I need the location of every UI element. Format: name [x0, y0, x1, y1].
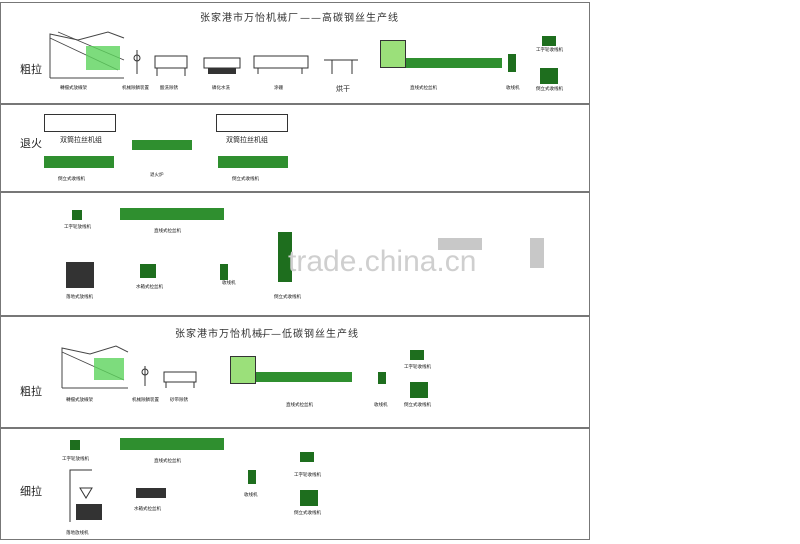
watermark: trade.china.cn — [288, 245, 477, 278]
label-s4-c: 砂带除锈 — [170, 398, 188, 403]
label-s1-d: 磷化水洗 — [212, 86, 230, 91]
label-s2-d: 双筒拉丝机组 — [226, 136, 268, 144]
label-s4-f: 工字轮收线机 — [404, 365, 431, 370]
payoff-stand-icon — [49, 31, 125, 79]
spool-payoff-s5 — [70, 440, 80, 450]
spool-payoff — [72, 210, 82, 220]
label-s5-f: 倒立式收线机 — [294, 511, 321, 516]
drawing-die-box-2 — [230, 356, 256, 384]
section-label-fine-drawing: 细拉 — [20, 485, 42, 498]
spool-takeup-s5 — [300, 452, 314, 462]
double-block-unit-right — [216, 114, 288, 132]
label-s5-b: 直线式拉丝机 — [154, 459, 181, 464]
label-s3-f: 落地式放线机 — [66, 295, 93, 300]
label-s4-b: 机械除鳞装置 — [132, 398, 159, 403]
tank-drawing-machine — [140, 264, 156, 278]
label-s3-e: 倒立式收线机 — [274, 295, 301, 300]
takeup-machine — [508, 54, 516, 72]
inverted-takeup — [540, 68, 558, 84]
inverted-takeup-s5 — [300, 490, 318, 506]
double-block-unit-left — [44, 114, 116, 132]
takeup-s4 — [378, 372, 386, 384]
label-s3-b: 直线式拉丝机 — [154, 229, 181, 234]
label-s5-a: 工字轮放线机 — [62, 457, 89, 462]
inverted-takeup-row-left — [44, 156, 114, 168]
descaler-icon-2 — [141, 366, 149, 386]
section-frame-5 — [0, 428, 590, 540]
straight-drawing-machine-s3 — [120, 208, 224, 220]
label-s1-h: 收线机 — [506, 86, 520, 91]
section-frame-3 — [0, 192, 590, 316]
label-s1-b: 机械除鳞装置 — [122, 86, 149, 91]
header2-factory-name: 张家港市万怡机械厂 — [175, 329, 274, 340]
takeup-s3 — [220, 264, 228, 280]
label-s1-c: 酸洗除锈 — [160, 86, 178, 91]
header-line-name: ——高碳钢丝生产线 — [300, 13, 399, 24]
boron-tank-icon — [253, 55, 309, 74]
phosphate-tank-icon — [203, 57, 241, 74]
label-s4-a: 轉擋式放線架 — [66, 398, 93, 403]
label-s3-c: 收线机 — [222, 281, 236, 286]
section-frame-2 — [0, 104, 590, 192]
blurred-block-2 — [530, 238, 544, 268]
label-s5-c: 水箱式拉丝机 — [134, 507, 161, 512]
label-s1-g: 直线式拉丝机 — [410, 86, 437, 91]
label-s1-j: 倒立式收线机 — [536, 87, 563, 92]
tank-drawing-machine-s5 — [136, 488, 166, 498]
straight-drawing-machine-s5 — [120, 438, 224, 450]
label-s4-d: 直线式拉丝机 — [286, 403, 313, 408]
sanding-icon — [163, 371, 197, 388]
label-s2-b: 倒立式收线机 — [58, 177, 85, 182]
label-s2-a: 双筒拉丝机组 — [60, 136, 102, 144]
payoff-stand-icon-2 — [61, 345, 129, 389]
inverted-takeup-s4 — [410, 382, 428, 398]
straight-drawing-machine — [406, 58, 502, 68]
takeup-s5 — [248, 470, 256, 484]
label-s5-g: 落地放线机 — [66, 531, 89, 536]
section-label-coarse-drawing: 粗拉 — [20, 63, 42, 76]
label-s3-a: 工字轮放线机 — [64, 225, 91, 230]
descaler-icon — [133, 50, 141, 74]
section-label-annealing: 退火 — [20, 137, 42, 150]
header-factory-name: 张家港市万怡机械厂 — [200, 13, 299, 24]
label-s2-e: 倒立式收线机 — [232, 177, 259, 182]
label-s1-e: 涂硼 — [274, 86, 283, 91]
dryer-icon — [324, 59, 358, 74]
inverted-takeup-row-right — [218, 156, 288, 168]
floor-payoff-s5 — [69, 469, 102, 522]
label-s1-f: 烘干 — [336, 85, 350, 93]
spool-takeup — [542, 36, 556, 46]
label-s4-e: 收线机 — [374, 403, 388, 408]
annealing-furnace — [132, 140, 192, 150]
label-s5-d: 收线机 — [244, 493, 258, 498]
straight-drawing-machine-2 — [256, 372, 352, 382]
blurred-block-1 — [438, 238, 482, 250]
spool-takeup-s4 — [410, 350, 424, 360]
label-s2-c: 退火炉 — [150, 173, 164, 178]
inverted-takeup-s3 — [278, 232, 292, 282]
label-s5-e: 工字轮收线机 — [294, 473, 321, 478]
section-label-coarse-drawing-2: 粗拉 — [20, 385, 42, 398]
label-s3-d: 水箱式拉丝机 — [136, 285, 163, 290]
pickling-tank-icon — [154, 55, 188, 76]
drawing-die-box — [380, 40, 406, 68]
label-s4-g: 倒立式收线机 — [404, 403, 431, 408]
label-s1-a: 轉擋式放線架 — [60, 86, 87, 91]
floor-payoff — [66, 262, 94, 288]
header2-line-name: ——低碳钢丝生产线 — [260, 329, 359, 340]
label-s1-i: 工字轮收线机 — [536, 48, 563, 53]
